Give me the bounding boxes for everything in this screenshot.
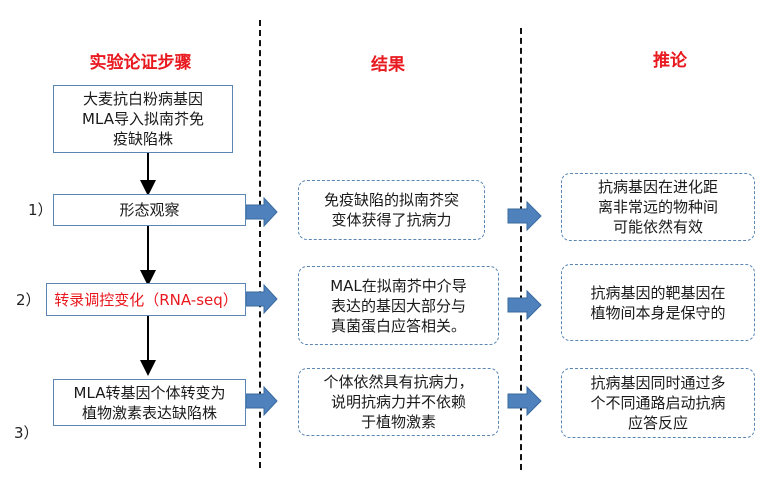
steps-header: 实验论证步骤	[89, 53, 192, 73]
inference-box-3: 抗病基因同时通过多 个不同通路启动抗病 应答反应	[561, 368, 755, 438]
block-arrow-3b	[507, 385, 542, 417]
step-box-3: MLA转基因个体转变为 植物激素表达缺陷株	[53, 379, 246, 426]
block-arrow-3a	[245, 385, 278, 417]
inference-box-2: 抗病基因的靶基因在 植物间本身是保守的	[561, 264, 755, 341]
result-box-3: 个体依然具有抗病力， 说明抗病力并不依赖 于植物激素	[298, 368, 499, 436]
step-box-2: 转录调控变化（RNA-seq）	[46, 283, 246, 316]
result-box-2: MAL在拟南芥中介导 表达的基因大部分与 真菌蛋白应答相关。	[298, 266, 499, 345]
inference-box-1: 抗病基因在进化距 离非常远的物种间 可能依然有效	[561, 173, 755, 241]
block-arrow-2b	[507, 289, 542, 321]
row-number-3: 3）	[14, 424, 39, 442]
separator-line-right	[520, 28, 522, 470]
row-number-1: 1）	[28, 201, 53, 219]
block-arrow-2a	[245, 283, 278, 315]
results-header: 结果	[371, 55, 405, 75]
row-number-2: 2）	[16, 291, 41, 309]
block-arrow-1a	[245, 196, 278, 228]
start-box: 大麦抗白粉病基因 MLA导入拟南芥免 疫缺陷株	[53, 85, 233, 153]
step-box-1: 形态观察	[53, 194, 246, 226]
inference-header: 推论	[653, 51, 687, 71]
separator-line-left	[259, 20, 261, 468]
block-arrow-1b	[507, 200, 542, 232]
result-box-1: 免疫缺陷的拟南芥突 变体获得了抗病力	[298, 180, 485, 240]
